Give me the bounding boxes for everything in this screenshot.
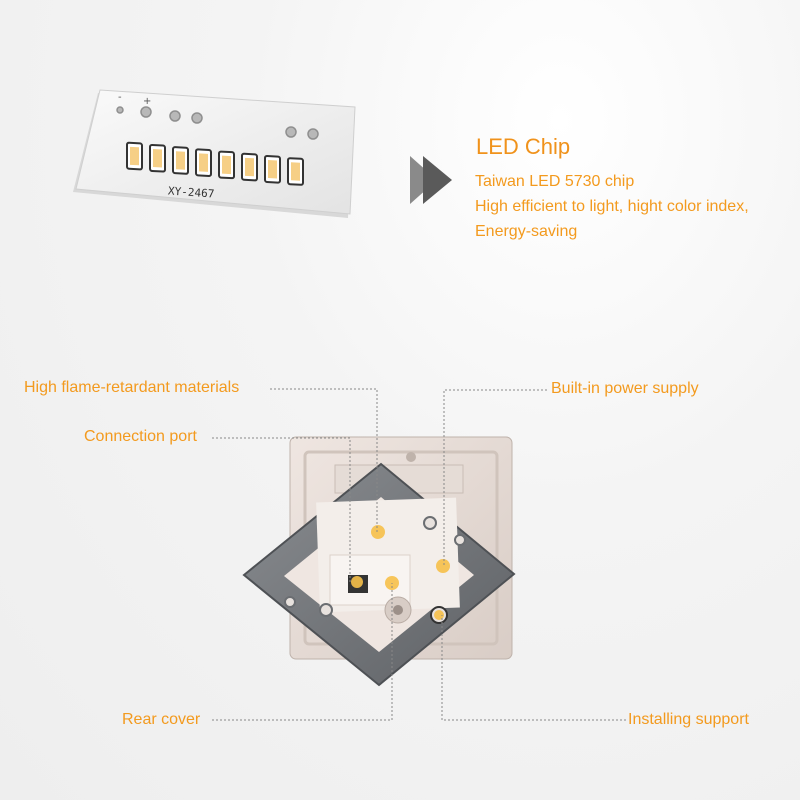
callout-flame-retardant: High flame-retardant materials — [24, 379, 240, 396]
chip-description: Taiwan LED 5730 chip High efficient to l… — [475, 169, 749, 244]
board-holes — [116, 106, 319, 140]
installing-support-shape — [242, 462, 516, 687]
callout-rear-cover: Rear cover — [122, 711, 201, 728]
chip-line-3: Energy-saving — [475, 223, 578, 240]
callout-installing-support: Installing support — [628, 711, 749, 728]
chip-line-1: Taiwan LED 5730 chip — [475, 173, 635, 190]
chip-title: LED Chip — [476, 134, 571, 159]
arrow-icon — [410, 156, 452, 204]
svg-text:-: - — [118, 92, 122, 103]
led-board: - + — [73, 89, 356, 218]
chip-line-2: High efficient to light, hight color ind… — [475, 198, 749, 215]
led-chips — [126, 141, 304, 186]
switch-device — [242, 436, 516, 687]
feature-markers — [351, 525, 450, 620]
callout-power-supply: Built-in power supply — [551, 380, 699, 397]
svg-text:+: + — [143, 96, 151, 107]
leader-lines — [212, 388, 626, 721]
callout-connection-port: Connection port — [84, 428, 197, 445]
